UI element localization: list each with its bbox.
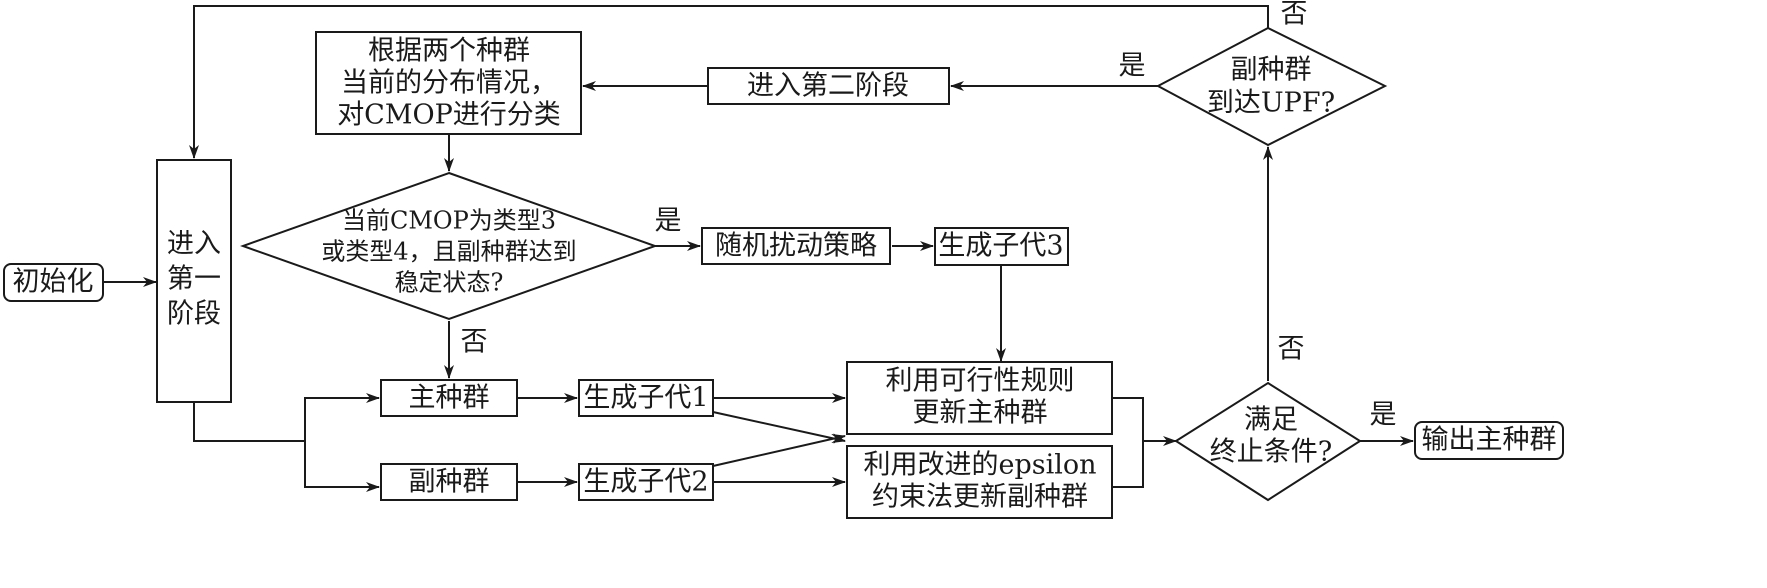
node-offspring2-label: 生成子代2 (583, 467, 708, 498)
edge-stage1-to-split (193, 402, 305, 442)
node-upf-check: 副种群 到达UPF? (1155, 26, 1388, 147)
node-offspring1-label: 生成子代1 (583, 383, 708, 414)
node-terminate-check: 满足 终止条件? (1174, 381, 1362, 502)
node-output: 输出主种群 (1414, 421, 1564, 460)
node-random-perturb: 随机扰动策略 (701, 227, 891, 265)
node-aux-pop-label: 副种群 (409, 467, 490, 498)
node-random-perturb-label: 随机扰动策略 (715, 231, 877, 262)
node-stage2-label: 进入第二阶段 (747, 71, 909, 102)
node-classify-line-3: 对CMOP进行分类 (337, 100, 561, 131)
node-type-check-line-2: 或类型4，且副种群达到 (321, 238, 576, 266)
edges (103, 5, 1414, 492)
node-upf-check-line-2: 到达UPF? (1207, 88, 1335, 119)
node-update-aux-line-2: 约束法更新副种群 (872, 482, 1088, 513)
node-update-aux-line-1: 利用改进的epsilon (863, 450, 1096, 481)
node-output-label: 输出主种群 (1422, 425, 1557, 456)
label-upf-yes: 是 (1119, 51, 1146, 82)
label-type-no: 否 (461, 327, 488, 358)
node-offspring1: 生成子代1 (578, 379, 714, 417)
node-update-main-line-1: 利用可行性规则 (886, 366, 1075, 397)
node-stage2: 进入第二阶段 (707, 67, 950, 105)
node-classify: 根据两个种群 当前的分布情况， 对CMOP进行分类 (315, 31, 582, 135)
node-offspring3-label: 生成子代3 (938, 231, 1063, 262)
node-aux-pop: 副种群 (380, 463, 518, 501)
node-stage1-line-3: 阶段 (167, 299, 221, 330)
edge-split-to-auxpop (304, 441, 380, 492)
edge-offspring1-cross (712, 411, 846, 444)
label-upf-no: 否 (1281, 0, 1308, 30)
node-init: 初始化 (3, 263, 104, 302)
edge-updatemain-to-terminate (1112, 397, 1177, 446)
node-offspring3: 生成子代3 (934, 227, 1069, 266)
label-term-no: 否 (1278, 334, 1305, 365)
node-stage1-line-2: 第一 (167, 264, 221, 295)
node-stage1: 进入 第一 阶段 (156, 159, 232, 403)
node-init-label: 初始化 (13, 267, 94, 298)
node-classify-line-1: 根据两个种群 (368, 36, 530, 67)
node-upf-check-line-1: 副种群 (1231, 55, 1312, 86)
node-terminate-check-line-1: 满足 (1244, 405, 1298, 436)
node-main-pop-label: 主种群 (409, 383, 490, 414)
edge-labels: 否 是 是 否 否 是 (461, 0, 1397, 431)
node-terminate-check-line-2: 终止条件? (1210, 437, 1332, 468)
node-update-main-line-2: 更新主种群 (913, 398, 1048, 429)
node-stage1-line-1: 进入 (167, 229, 221, 260)
node-update-aux: 利用改进的epsilon 约束法更新副种群 (846, 445, 1113, 519)
edge-split-to-mainpop (304, 393, 380, 441)
node-main-pop: 主种群 (380, 379, 518, 417)
node-type-check-line-1: 当前CMOP为类型3 (342, 207, 556, 235)
edge-offspring2-cross (712, 434, 846, 467)
edge-upf-no-to-stage1 (189, 5, 1269, 159)
node-update-main: 利用可行性规则 更新主种群 (846, 361, 1113, 435)
label-term-yes: 是 (1370, 400, 1397, 431)
edge-updateaux-to-terminate (1112, 441, 1144, 488)
node-classify-line-2: 当前的分布情况， (341, 68, 557, 99)
label-type-yes: 是 (655, 206, 682, 237)
node-type-check-line-3: 稳定状态? (395, 269, 504, 297)
node-offspring2: 生成子代2 (578, 463, 714, 501)
node-type-check: 当前CMOP为类型3 或类型4，且副种群达到 稳定状态? (240, 171, 658, 321)
